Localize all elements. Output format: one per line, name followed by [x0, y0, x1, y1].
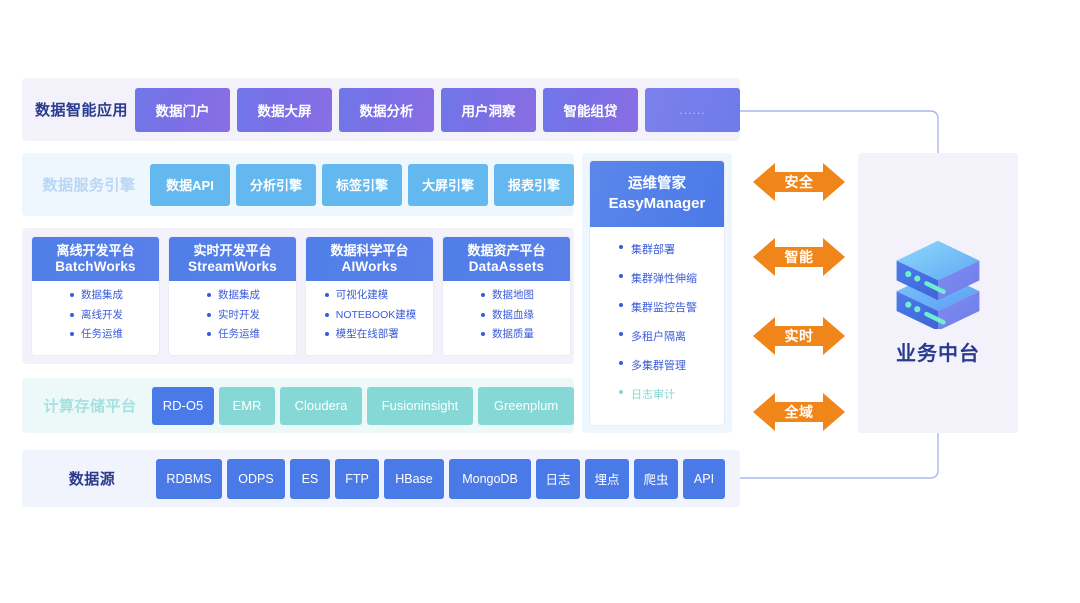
arrow-label: 安全	[784, 174, 814, 190]
section-data-sources: 数据源 RDBMS ODPS ES FTP HBase MongoDB 日志 埋…	[22, 450, 740, 507]
service-tile-dashboard-engine[interactable]: 大屏引擎	[408, 163, 488, 206]
list-item: 日志审计	[618, 386, 724, 402]
source-tile-tracking[interactable]: 埋点	[585, 458, 629, 499]
list-item: 集群监控告警	[618, 299, 724, 315]
section-label-data-sources: 数据源	[68, 471, 116, 488]
list-item: 模型在线部署	[323, 329, 417, 340]
list-item: 实时开发	[205, 309, 260, 321]
app-tile-user-insight[interactable]: 用户洞察	[441, 87, 536, 132]
platform-card-dataassets[interactable]: 数据资产平台 DataAssets 数据地图 数据血缘 数据质量	[443, 237, 570, 355]
platform-feature-list: 可视化建模 NOTEBOOK建模 模型在线部署	[323, 281, 417, 349]
easymanager-title-cn: 运维管家	[628, 175, 686, 192]
service-engine-tile-row: 数据API 分析引擎 标签引擎 大屏引擎 报表引擎	[150, 163, 574, 206]
platform-feature-list: 数据集成 离线开发 任务运维	[68, 281, 123, 349]
list-item: 数据集成	[68, 290, 123, 301]
list-item: 多集群管理	[618, 357, 724, 373]
compute-tile-rd-o5[interactable]: RD-O5	[152, 386, 214, 425]
platform-card-batchworks[interactable]: 离线开发平台 BatchWorks 数据集成 离线开发 任务运维	[32, 237, 159, 355]
section-easymanager: 运维管家 EasyManager 集群部署 集群弹性伸缩 集群监控告警 多租户隔…	[582, 153, 732, 433]
service-tile-data-api[interactable]: 数据API	[150, 163, 230, 206]
arrow-realtime: 实时	[753, 313, 845, 359]
source-tile-hbase[interactable]: HBase	[384, 458, 444, 499]
arrow-label: 实时	[784, 328, 814, 344]
platform-card-header: 数据资产平台 DataAssets	[443, 237, 570, 281]
double-arrow-icon	[753, 393, 845, 431]
platform-card-header: 数据科学平台 AIWorks	[306, 237, 433, 281]
source-tile-mongodb[interactable]: MongoDB	[449, 458, 531, 499]
section-label-applications: 数据智能应用	[34, 102, 128, 119]
platform-card-streamworks[interactable]: 实时开发平台 StreamWorks 数据集成 实时开发 任务运维	[169, 237, 296, 355]
app-tile-data-analysis[interactable]: 数据分析	[339, 87, 434, 132]
arrow-security: 安全	[753, 159, 845, 205]
section-compute-storage-platform: 计算存储平台 RD-O5 EMR Cloudera Fusioninsight …	[22, 378, 574, 433]
list-item: NOTEBOOK建模	[323, 309, 416, 321]
easymanager-feature-list: 集群部署 集群弹性伸缩 集群监控告警 多租户隔离 多集群管理 日志审计	[590, 227, 724, 415]
source-tile-ftp[interactable]: FTP	[335, 458, 379, 499]
app-tile-data-dashboard[interactable]: 数据大屏	[237, 87, 332, 132]
platform-title-cn: 数据科学平台	[330, 242, 409, 258]
list-item: 可视化建模	[323, 290, 417, 301]
easymanager-card[interactable]: 运维管家 EasyManager 集群部署 集群弹性伸缩 集群监控告警 多租户隔…	[590, 161, 724, 425]
arrow-intelligence: 智能	[753, 234, 845, 280]
compute-tile-greenplum[interactable]: Greenplum	[478, 386, 574, 425]
easymanager-title-en: EasyManager	[608, 194, 706, 212]
app-tile-smart-lending[interactable]: 智能组贷	[543, 87, 638, 132]
platform-title-cn: 数据资产平台	[467, 242, 546, 258]
section-data-service-engine: 数据服务引擎 数据API 分析引擎 标签引擎 大屏引擎 报表引擎	[22, 153, 574, 216]
arrow-label: 智能	[784, 249, 814, 265]
source-tile-odps[interactable]: ODPS	[227, 458, 285, 499]
stacked-server-icon	[896, 240, 980, 329]
platform-title-en: AIWorks	[341, 258, 398, 274]
source-tile-es[interactable]: ES	[290, 458, 330, 499]
platform-feature-list: 数据地图 数据血缘 数据质量	[479, 281, 534, 349]
platform-title-en: BatchWorks	[55, 258, 136, 274]
source-tile-rdbms[interactable]: RDBMS	[156, 458, 222, 499]
business-platform-label: 业务中台	[896, 342, 980, 365]
list-item: 数据地图	[479, 290, 534, 301]
arrow-global: 全域	[753, 389, 845, 435]
platform-title-en: StreamWorks	[188, 258, 277, 274]
platform-feature-list: 数据集成 实时开发 任务运维	[205, 281, 260, 349]
compute-tile-fusioninsight[interactable]: Fusioninsight	[367, 386, 473, 425]
service-tile-analysis-engine[interactable]: 分析引擎	[236, 163, 316, 206]
source-tile-api[interactable]: API	[683, 458, 725, 499]
app-tile-data-portal[interactable]: 数据门户	[135, 87, 230, 132]
platform-title-cn: 实时开发平台	[193, 242, 272, 258]
platform-card-header: 离线开发平台 BatchWorks	[32, 237, 159, 281]
arrow-label: 全域	[784, 404, 814, 420]
list-item: 任务运维	[68, 329, 123, 340]
double-arrow-icon	[753, 238, 845, 276]
easymanager-card-header: 运维管家 EasyManager	[590, 161, 724, 227]
list-item: 离线开发	[68, 309, 123, 321]
compute-storage-tile-row: RD-O5 EMR Cloudera Fusioninsight Greenpl…	[152, 386, 574, 425]
section-label-service-engine: 数据服务引擎	[42, 177, 136, 194]
service-tile-report-engine[interactable]: 报表引擎	[494, 163, 574, 206]
platform-card-row: 离线开发平台 BatchWorks 数据集成 离线开发 任务运维 实时开发平台 …	[22, 228, 580, 364]
source-tile-crawler[interactable]: 爬虫	[634, 458, 678, 499]
list-item: 多租户隔离	[618, 328, 724, 344]
app-tile-more[interactable]: ......	[645, 87, 740, 132]
section-data-intelligent-applications: 数据智能应用 数据门户 数据大屏 数据分析 用户洞察 智能组贷 ......	[22, 78, 740, 141]
section-development-platforms: 离线开发平台 BatchWorks 数据集成 离线开发 任务运维 实时开发平台 …	[22, 228, 574, 364]
list-item: 任务运维	[205, 329, 260, 340]
double-arrow-icon	[753, 317, 845, 355]
business-platform-panel: 业务中台	[858, 153, 1018, 433]
list-item: 数据质量	[479, 329, 534, 340]
platform-card-header: 实时开发平台 StreamWorks	[169, 237, 296, 281]
service-tile-tag-engine[interactable]: 标签引擎	[322, 163, 402, 206]
data-source-tile-row: RDBMS ODPS ES FTP HBase MongoDB 日志 埋点 爬虫…	[156, 458, 725, 499]
platform-title-en: DataAssets	[468, 258, 545, 274]
compute-tile-cloudera[interactable]: Cloudera	[280, 386, 362, 425]
list-item: 集群部署	[618, 241, 724, 257]
compute-tile-emr[interactable]: EMR	[219, 386, 275, 425]
platform-title-cn: 离线开发平台	[56, 242, 135, 258]
list-item: 数据血缘	[479, 309, 534, 321]
section-label-compute-storage: 计算存储平台	[43, 398, 137, 415]
application-tile-row: 数据门户 数据大屏 数据分析 用户洞察 智能组贷 ......	[135, 87, 740, 132]
list-item: 集群弹性伸缩	[618, 270, 724, 286]
platform-card-aiworks[interactable]: 数据科学平台 AIWorks 可视化建模 NOTEBOOK建模 模型在线部署	[306, 237, 433, 355]
source-tile-logs[interactable]: 日志	[536, 458, 580, 499]
double-arrow-icon	[753, 163, 845, 201]
list-item: 数据集成	[205, 290, 260, 301]
